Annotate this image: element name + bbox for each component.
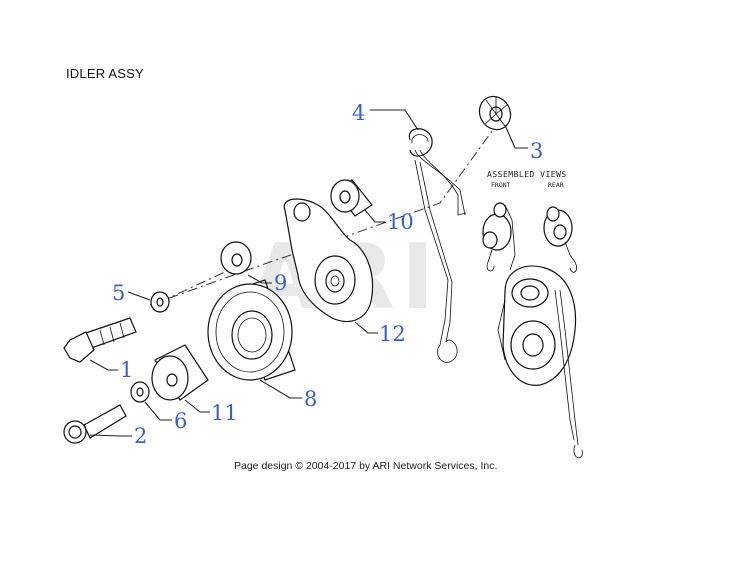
- callout-5[interactable]: 5: [112, 281, 125, 305]
- assembled-view-front: [482, 202, 516, 272]
- axis-segment: [159, 264, 241, 303]
- leader-4: [370, 109, 419, 131]
- page-title: IDLER ASSY: [66, 66, 144, 81]
- leader-11: [184, 399, 210, 413]
- callout-6[interactable]: 6: [174, 409, 187, 433]
- part-1-bolt[interactable]: [63, 317, 137, 363]
- assembled-views-front-label: FRONT: [491, 181, 511, 189]
- copyright-footer: Page design © 2004-2017 by ARI Network S…: [234, 460, 498, 472]
- part-12-idler-arm[interactable]: [283, 198, 374, 322]
- part-5-washer[interactable]: [150, 291, 170, 313]
- callout-9[interactable]: 9: [274, 271, 287, 295]
- leader-5: [127, 291, 151, 301]
- callout-10[interactable]: 10: [387, 210, 414, 234]
- callout-4[interactable]: 4: [352, 101, 365, 125]
- leader-1: [89, 359, 118, 371]
- callout-2[interactable]: 2: [134, 424, 147, 448]
- part-6-washer[interactable]: [130, 381, 150, 403]
- leader-8: [259, 379, 302, 399]
- part-4-spring[interactable]: [408, 128, 467, 363]
- callout-8[interactable]: 8: [304, 387, 317, 411]
- part-8-pulley[interactable]: [207, 279, 296, 381]
- assembled-views-title: ASSEMBLED VIEWS: [487, 170, 567, 179]
- assembled-view-rear: [543, 206, 578, 273]
- part-11-bushing[interactable]: [151, 344, 209, 401]
- assembled-view-large: [497, 265, 583, 459]
- leader-2: [89, 434, 132, 437]
- callout-3[interactable]: 3: [530, 139, 543, 163]
- leader-6: [144, 401, 172, 421]
- leader-10: [364, 209, 385, 223]
- callout-12[interactable]: 12: [379, 322, 406, 346]
- part-2-flange-bolt[interactable]: [63, 404, 127, 444]
- assembled-views-rear-label: REAR: [548, 181, 564, 189]
- leader-3: [504, 124, 528, 149]
- leader-12: [354, 321, 378, 334]
- part-10-spacer[interactable]: [330, 179, 373, 217]
- leader-9: [247, 274, 272, 284]
- part-9-washer[interactable]: [220, 241, 252, 275]
- callout-11[interactable]: 11: [211, 401, 238, 425]
- callout-1[interactable]: 1: [120, 358, 133, 382]
- part-3-spoke-cap[interactable]: [474, 91, 517, 135]
- assembly-axis: [149, 119, 501, 306]
